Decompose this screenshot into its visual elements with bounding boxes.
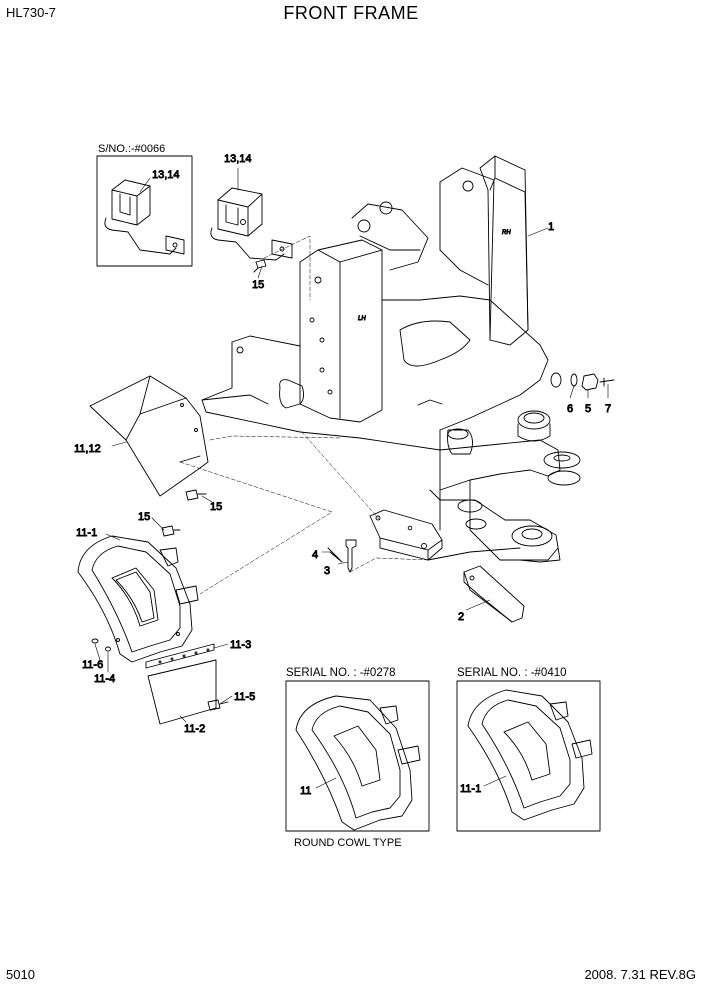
callout-2: 2 <box>458 611 464 623</box>
nut-11-4 <box>105 646 111 652</box>
lower-plate-part-2 <box>463 565 525 623</box>
callout-15-lower: 15 <box>138 511 150 523</box>
mud-flap-11-2 <box>147 659 217 725</box>
pin-3 <box>345 539 357 573</box>
lh-mark: LH <box>358 316 366 322</box>
callout-15-step: 15 <box>252 279 264 291</box>
leader-lines <box>94 167 609 789</box>
callout-6: 6 <box>567 403 573 415</box>
callout-3: 3 <box>324 565 330 577</box>
bolt-15-lower <box>161 525 181 537</box>
step-bracket-inset <box>104 179 185 255</box>
callout-5: 5 <box>585 403 591 415</box>
rh-mark: RH <box>502 230 511 236</box>
hinge-11-3 <box>145 643 215 669</box>
callout-11-1: 11-1 <box>76 527 97 539</box>
model-code: HL730-7 <box>6 5 56 20</box>
callout-11-1-inset: 11-1 <box>460 783 481 795</box>
page-number: 5010 <box>6 967 35 982</box>
round-cowl-type-caption: ROUND COWL TYPE <box>294 837 402 849</box>
serial-inset-label: S/NO.:-#0066 <box>98 143 166 155</box>
inset-box-round-cowl <box>285 680 430 832</box>
cap-5 <box>581 373 599 391</box>
callout-11-12: 11,12 <box>74 443 101 455</box>
callout-15-fender: 15 <box>210 501 222 513</box>
callout-11-round-cowl: 11 <box>300 785 311 797</box>
fender-11-12 <box>89 375 209 497</box>
inset-box-serial-0066 <box>96 155 193 267</box>
cowl-fender-11-1-inset <box>467 689 593 821</box>
right-cowl-serial-caption: SERIAL NO. : -#0410 <box>457 667 567 679</box>
cotter-pin-4 <box>327 547 343 563</box>
callout-11-6: 11-6 <box>82 659 103 671</box>
callout-7: 7 <box>605 403 611 415</box>
round-cowl-serial-caption: SERIAL NO. : -#0278 <box>286 667 396 679</box>
callout-11-3: 11-3 <box>230 639 251 651</box>
bolt-7 <box>599 377 615 387</box>
callout-1: 1 <box>548 221 554 233</box>
page-title: FRONT FRAME <box>283 3 419 23</box>
washer-11-6 <box>91 638 99 644</box>
bolt-15-fender <box>185 489 207 501</box>
inset-box-cowl-0410 <box>456 680 601 832</box>
step-bracket <box>210 187 293 273</box>
bolt-11-5 <box>207 699 229 711</box>
callout-4: 4 <box>312 549 318 561</box>
callout-11-4: 11-4 <box>94 673 115 685</box>
revision-date: 2008. 7.31 REV.8G <box>584 967 696 982</box>
callout-13-14-inset: 13,14 <box>152 169 180 181</box>
front-frame <box>201 155 581 563</box>
callout-11-2: 11-2 <box>184 723 205 735</box>
callout-11-5: 11-5 <box>234 691 255 703</box>
callout-13-14: 13,14 <box>224 153 252 165</box>
washer-6 <box>570 373 578 387</box>
fender-11-1 <box>77 535 199 663</box>
round-cowl-fender-11 <box>295 695 421 831</box>
phantom-lines <box>179 235 431 595</box>
